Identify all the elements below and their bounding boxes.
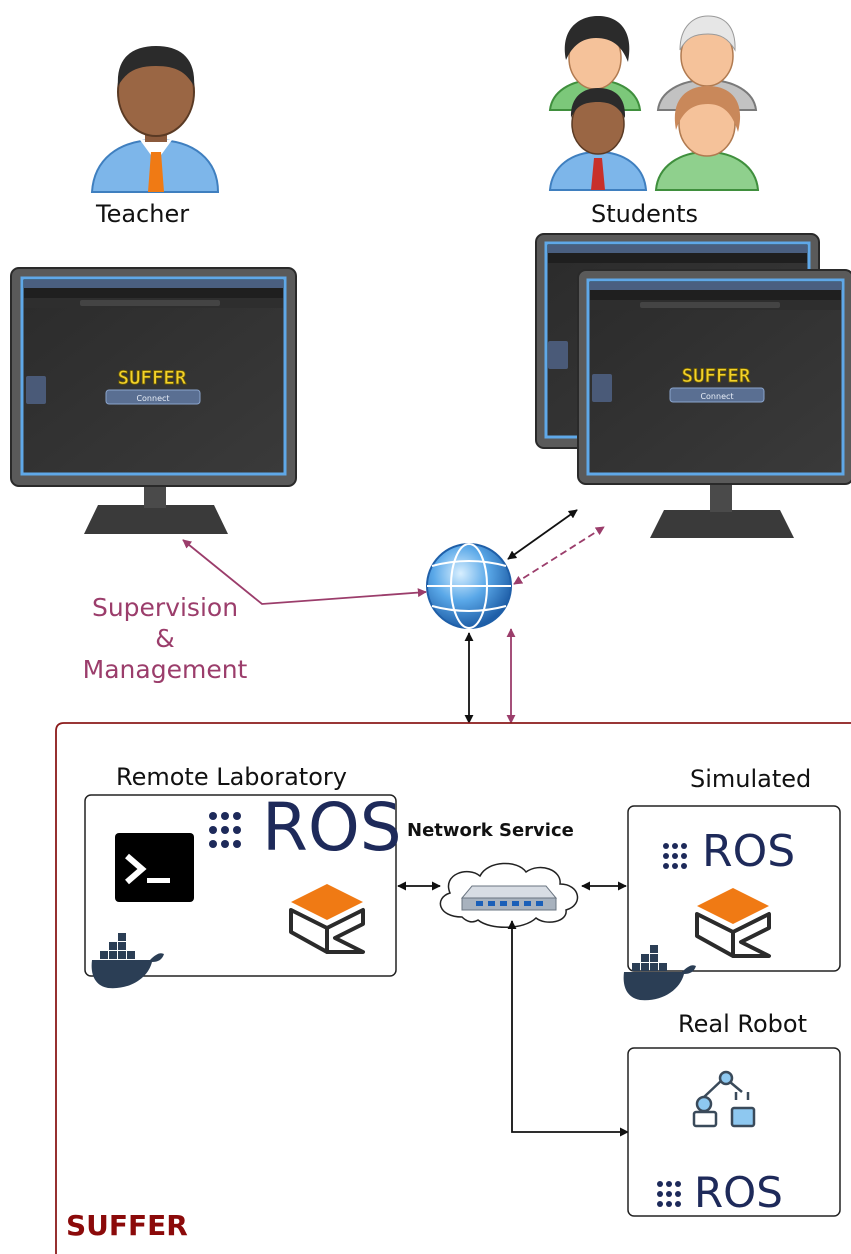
suffer-label: SUFFER (66, 1209, 188, 1242)
supervision-connector (182, 539, 427, 605)
globe-icon (426, 543, 512, 629)
student-monitor-front: SUFFER Connect (577, 269, 851, 538)
student-supervision-arrow (513, 526, 605, 585)
terminal-icon (115, 833, 194, 902)
connect-button (105, 389, 201, 405)
connect-button-label: Connect (136, 394, 169, 403)
supervision-line-1: Supervision (91, 593, 239, 622)
connect-button (669, 387, 765, 403)
ros-dots-icon (209, 812, 241, 848)
real-robot-label: Real Robot (678, 1010, 807, 1038)
suffer-container (55, 722, 851, 1254)
real-robot-network-arrow (507, 920, 629, 1137)
supervision-line-2: & (155, 624, 175, 653)
gazebo-icon (289, 884, 365, 954)
ros-logo-text: ROS (262, 789, 402, 866)
real-robot-box (627, 1047, 841, 1217)
student-avatar-icon (548, 15, 760, 191)
teacher-avatar-icon (90, 46, 220, 193)
supervision-label: Supervision & Management (60, 592, 270, 685)
gazebo-icon (695, 888, 771, 958)
robot-arm-icon (692, 1070, 756, 1128)
ros-dots-icon (663, 843, 687, 869)
simulated-label: Simulated (690, 765, 812, 793)
network-switch-icon (460, 885, 558, 911)
teacher-monitor: SUFFER Connect (10, 267, 297, 534)
network-service-label: Network Service (407, 820, 574, 841)
teacher-label: Teacher (96, 200, 190, 228)
docker-icon (623, 945, 696, 1001)
ros-logo-text: ROS (702, 826, 796, 877)
remote-lab-label: Remote Laboratory (116, 763, 347, 791)
app-logo: SUFFER (682, 365, 751, 387)
app-logo: SUFFER (118, 367, 187, 389)
docker-icon (91, 933, 164, 989)
connect-button-label: Connect (700, 392, 733, 401)
students-label: Students (591, 200, 698, 228)
ros-logo-text: ROS (694, 1168, 783, 1217)
supervision-line-3: Management (82, 655, 248, 684)
ros-dots-icon (657, 1181, 681, 1207)
